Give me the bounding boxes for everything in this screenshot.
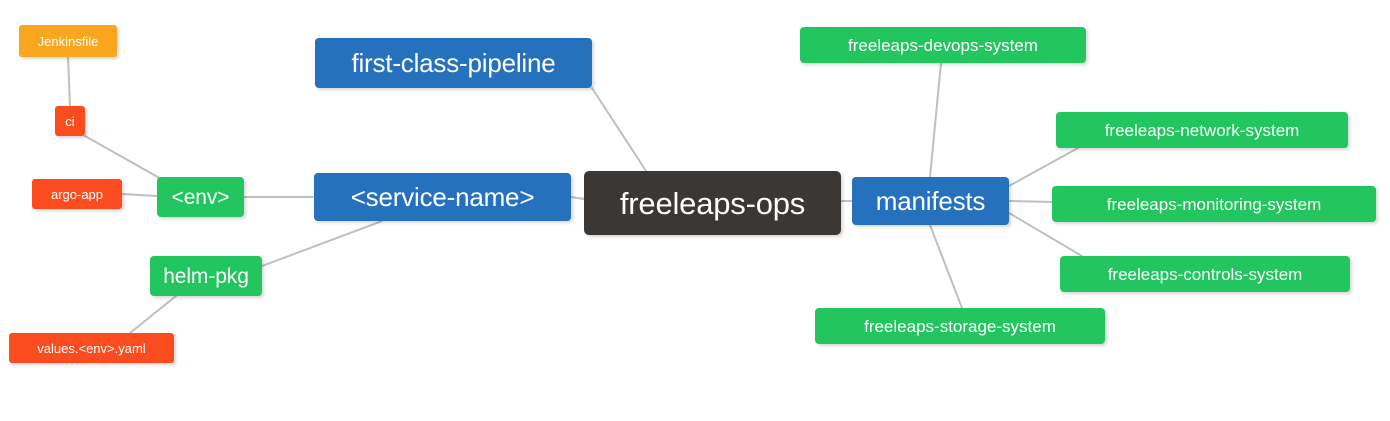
mindmap-node-helm-pkg[interactable]: helm-pkg <box>150 256 262 296</box>
edge-ci-to-env <box>84 135 164 181</box>
mindmap-node-label: <env> <box>171 185 230 209</box>
mindmap-node-Jenkinsfile[interactable]: Jenkinsfile <box>19 25 117 57</box>
mindmap-node-freeleaps-network-system[interactable]: freeleaps-network-system <box>1056 112 1348 148</box>
mindmap-node-label: first-class-pipeline <box>351 48 556 78</box>
mindmap-node-label: <service-name> <box>350 182 535 212</box>
edge-Jenkinsfile-to-ci <box>67 56 71 107</box>
mindmap-node-label: Jenkinsfile <box>37 33 99 49</box>
edge-helm-pkg-to-service-name <box>261 220 383 267</box>
mindmap-node-label: manifests <box>875 186 986 216</box>
edge-manifests-to-freeleaps-network-system <box>1008 147 1079 187</box>
mindmap-node-label: freeleaps-controls-system <box>1107 264 1303 284</box>
mindmap-node-freeleaps-ops[interactable]: freeleaps-ops <box>584 171 841 235</box>
mindmap-node-label: freeleaps-ops <box>619 185 806 221</box>
mindmap-node-freeleaps-monitoring-system[interactable]: freeleaps-monitoring-system <box>1052 186 1376 222</box>
edge-manifests-to-freeleaps-storage-system <box>929 224 963 309</box>
mindmap-node-label: ci <box>65 113 75 129</box>
mindmap-node-ci[interactable]: ci <box>55 106 85 136</box>
mindmap-node-label: freeleaps-monitoring-system <box>1106 194 1322 214</box>
mindmap-node-argo-app[interactable]: argo-app <box>32 179 122 209</box>
edge-first-class-pipeline-to-freeleaps-ops <box>591 87 647 172</box>
edge-manifests-to-freeleaps-monitoring-system <box>1008 200 1053 203</box>
mindmap-node-first-class-pipeline[interactable]: first-class-pipeline <box>315 38 592 88</box>
mindmap-node-label: freeleaps-network-system <box>1104 120 1300 140</box>
mindmap-node-label: values.<env>.yaml <box>37 340 146 356</box>
mindmap-node-service-name[interactable]: <service-name> <box>314 173 571 221</box>
mindmap-node-freeleaps-storage-system[interactable]: freeleaps-storage-system <box>815 308 1105 344</box>
mindmap-node-label: freeleaps-storage-system <box>864 316 1056 336</box>
mindmap-node-env[interactable]: <env> <box>157 177 244 217</box>
mindmap-node-freeleaps-devops-system[interactable]: freeleaps-devops-system <box>800 27 1086 63</box>
mindmap-node-freeleaps-controls-system[interactable]: freeleaps-controls-system <box>1060 256 1350 292</box>
edge-argo-app-to-env <box>121 193 158 197</box>
mindmap-node-label: helm-pkg <box>163 264 249 288</box>
mindmap-node-manifests[interactable]: manifests <box>852 177 1009 225</box>
edge-service-name-to-freeleaps-ops <box>570 196 585 200</box>
edge-manifests-to-freeleaps-devops-system <box>929 62 942 178</box>
mindmap-node-label: argo-app <box>50 186 104 202</box>
edge-values-env-yaml-to-helm-pkg <box>129 295 177 334</box>
mindmap-node-label: freeleaps-devops-system <box>848 35 1038 55</box>
mindmap-node-values-env-yaml[interactable]: values.<env>.yaml <box>9 333 174 363</box>
